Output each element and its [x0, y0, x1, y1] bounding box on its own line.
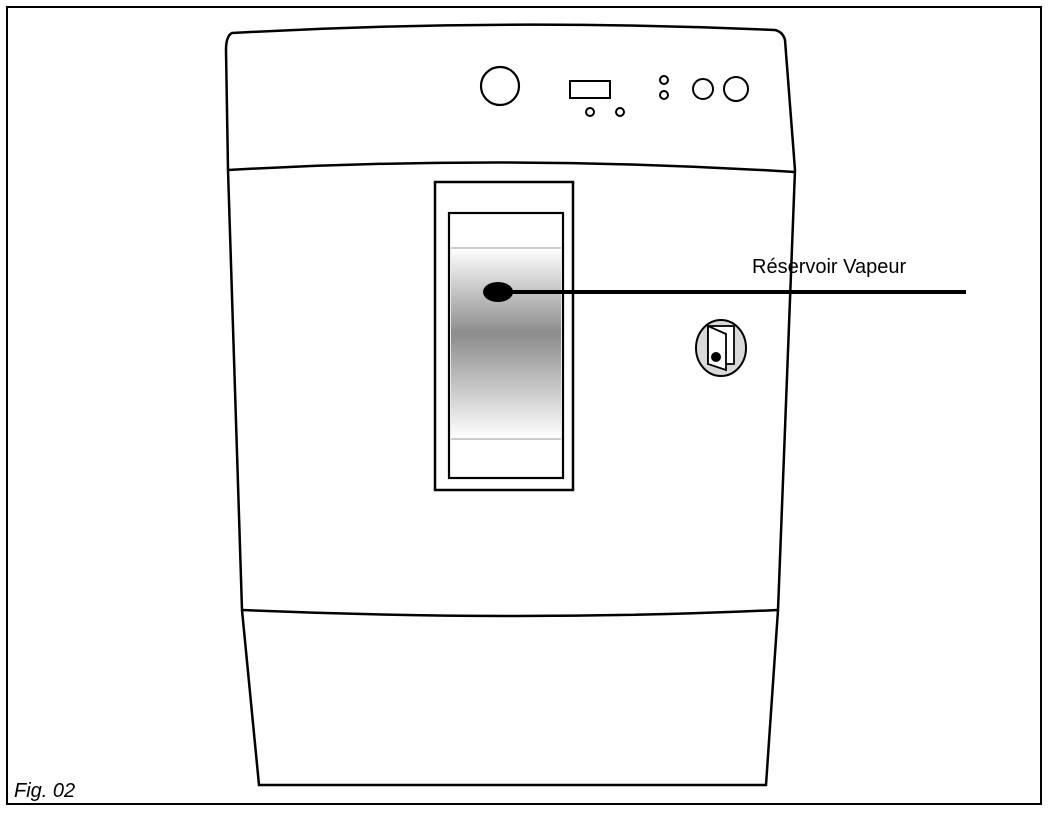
main-knob[interactable] [479, 65, 521, 107]
door-icon-badge [695, 319, 747, 377]
option-button-large[interactable] [723, 76, 749, 102]
option-button-small[interactable] [692, 78, 714, 100]
hand-icon [711, 352, 721, 362]
display-button-right[interactable] [615, 107, 625, 117]
drawer-divider [241, 608, 779, 618]
display-button-left[interactable] [585, 107, 595, 117]
door-icon [707, 324, 735, 372]
control-panel-divider [227, 161, 796, 174]
figure-frame [6, 6, 1042, 805]
callout-label: Réservoir Vapeur [752, 256, 907, 278]
figure-caption: Fig. 02 [14, 780, 76, 802]
display-screen [569, 80, 611, 99]
indicator-led-top [659, 75, 669, 85]
steam-reservoir[interactable] [451, 248, 561, 439]
indicator-led-bottom [659, 90, 669, 100]
